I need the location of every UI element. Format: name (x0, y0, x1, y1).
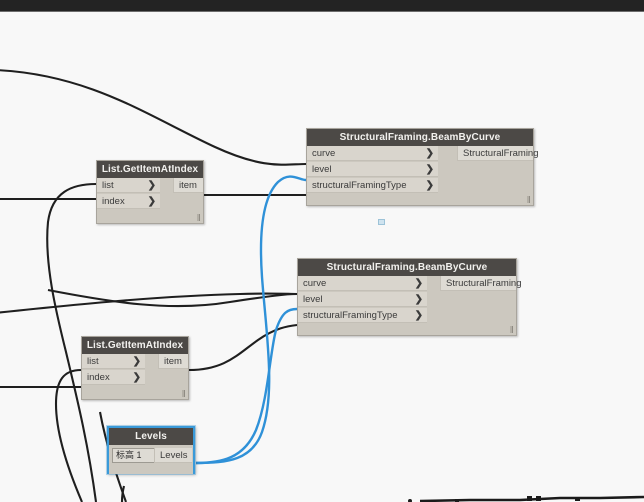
wire-levels-to-beam2-level[interactable] (195, 307, 298, 465)
chevron-right-icon: ❯ (147, 180, 156, 191)
node-title: StructuralFraming.BeamByCurve (307, 129, 533, 146)
node-title: StructuralFraming.BeamByCurve (298, 259, 516, 276)
input-port-label: list (87, 356, 99, 367)
wire-loop-to-getitem2-list (54, 368, 83, 502)
input-port-label: structuralFramingType (303, 310, 398, 321)
node-title: List.GetItemAtIndex (97, 161, 203, 178)
resize-grip[interactable] (197, 214, 200, 221)
node-list-getitematindex-1[interactable]: List.GetItemAtIndex list ❯ index ❯ item (96, 160, 204, 224)
chevron-right-icon: ❯ (414, 310, 423, 321)
chevron-right-icon: ❯ (425, 180, 434, 191)
wire-getitem2-to-beam2-type (188, 323, 298, 372)
chevron-right-icon: ❯ (425, 164, 434, 175)
input-port-label: level (303, 294, 323, 305)
level-select-value: 标高 1 (116, 450, 142, 460)
input-port-curve[interactable]: curve ❯ (298, 276, 427, 291)
bottom-edge-clipped-content (408, 495, 644, 502)
resize-grip[interactable] (527, 196, 530, 203)
node-body: curve ❯ level ❯ structuralFramingType ❯ … (298, 276, 522, 335)
input-port-label: index (87, 372, 110, 383)
wire-left-to-beam2-curve (0, 292, 298, 314)
node-structuralframing-beambycurve-2[interactable]: StructuralFraming.BeamByCurve curve ❯ le… (297, 258, 522, 336)
output-port-structuralframing[interactable]: StructuralFraming (457, 146, 539, 161)
input-port-list[interactable]: list ❯ (82, 354, 145, 369)
resize-grip[interactable] (182, 390, 185, 397)
chevron-right-icon: ❯ (425, 148, 434, 159)
output-port-levels[interactable]: Levels (154, 448, 192, 463)
application-top-bar (0, 0, 644, 12)
node-levels[interactable]: Levels 标高 1 Levels (107, 426, 195, 474)
chevron-right-icon: ❯ (414, 278, 423, 289)
chevron-right-icon: ❯ (132, 356, 141, 367)
input-port-curve[interactable]: curve ❯ (307, 146, 438, 161)
input-port-structuralframingtype[interactable]: structuralFramingType ❯ (307, 178, 438, 193)
chevron-right-icon: ❯ (414, 294, 423, 305)
input-port-label: curve (312, 148, 336, 159)
node-list-getitematindex-2[interactable]: List.GetItemAtIndex list ❯ index ❯ item (81, 336, 189, 400)
input-port-label: curve (303, 278, 327, 289)
chevron-right-icon: ❯ (132, 372, 141, 383)
wire-curve-to-beam1 (0, 69, 307, 166)
node-structuralframing-beambycurve-1[interactable]: StructuralFraming.BeamByCurve curve ❯ le… (306, 128, 539, 206)
input-port-index[interactable]: index ❯ (82, 370, 145, 385)
node-title: List.GetItemAtIndex (82, 337, 188, 354)
node-body: list ❯ index ❯ item (82, 354, 188, 399)
resize-grip[interactable] (510, 326, 513, 333)
node-body: 标高 1 Levels (109, 445, 193, 474)
input-port-structuralframingtype[interactable]: structuralFramingType ❯ (298, 308, 427, 323)
wire-diagonal-upper (47, 288, 298, 308)
graph-canvas[interactable]: StructuralFraming.BeamByCurve curve ❯ le… (0, 12, 644, 502)
wire-levels-to-beam1-level[interactable] (195, 175, 307, 465)
output-port-structuralframing[interactable]: StructuralFraming (440, 276, 522, 291)
wire-layer (0, 69, 307, 502)
preview-pin-icon[interactable] (378, 219, 385, 225)
input-port-label: index (102, 196, 125, 207)
node-body: curve ❯ level ❯ structuralFramingType ❯ … (307, 146, 539, 205)
node-body: list ❯ index ❯ item (97, 178, 203, 223)
input-port-label: structuralFramingType (312, 180, 407, 191)
input-port-level[interactable]: level ❯ (307, 162, 438, 177)
node-title: Levels (109, 428, 193, 445)
input-port-label: list (102, 180, 114, 191)
chevron-right-icon: ❯ (147, 196, 156, 207)
output-port-item[interactable]: item (158, 354, 188, 369)
input-port-list[interactable]: list ❯ (97, 178, 160, 193)
input-port-label: level (312, 164, 332, 175)
output-port-item[interactable]: item (173, 178, 203, 193)
input-port-level[interactable]: level ❯ (298, 292, 427, 307)
input-port-index[interactable]: index ❯ (97, 194, 160, 209)
